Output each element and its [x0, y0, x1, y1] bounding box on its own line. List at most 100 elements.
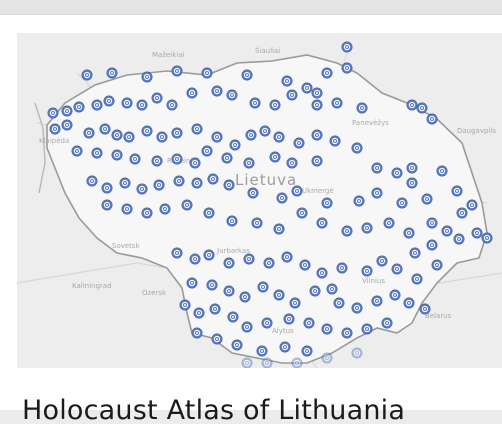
location-marker-icon[interactable]	[241, 69, 253, 81]
location-marker-icon[interactable]	[191, 177, 203, 189]
location-marker-icon[interactable]	[419, 303, 431, 315]
location-marker-icon[interactable]	[247, 187, 259, 199]
location-marker-icon[interactable]	[101, 199, 113, 211]
location-marker-icon[interactable]	[411, 273, 423, 285]
location-marker-icon[interactable]	[341, 41, 353, 53]
location-marker-icon[interactable]	[436, 165, 448, 177]
location-marker-icon[interactable]	[276, 192, 288, 204]
location-marker-icon[interactable]	[211, 333, 223, 345]
location-marker-icon[interactable]	[471, 227, 483, 239]
location-marker-icon[interactable]	[223, 257, 235, 269]
atlas-title[interactable]: Holocaust Atlas of Lithuania	[22, 395, 406, 424]
location-marker-icon[interactable]	[273, 289, 285, 301]
location-marker-icon[interactable]	[189, 157, 201, 169]
location-marker-icon[interactable]	[83, 127, 95, 139]
location-marker-icon[interactable]	[241, 321, 253, 333]
location-marker-icon[interactable]	[151, 155, 163, 167]
location-marker-icon[interactable]	[341, 327, 353, 339]
location-marker-icon[interactable]	[221, 152, 233, 164]
location-marker-icon[interactable]	[99, 123, 111, 135]
location-marker-icon[interactable]	[86, 175, 98, 187]
location-marker-icon[interactable]	[61, 119, 73, 131]
location-marker-icon[interactable]	[239, 291, 251, 303]
location-marker-icon[interactable]	[47, 107, 59, 119]
location-marker-icon[interactable]	[206, 279, 218, 291]
location-marker-icon[interactable]	[223, 285, 235, 297]
location-marker-icon[interactable]	[321, 67, 333, 79]
location-marker-icon[interactable]	[321, 323, 333, 335]
location-marker-icon[interactable]	[171, 153, 183, 165]
location-marker-icon[interactable]	[316, 217, 328, 229]
location-marker-icon[interactable]	[383, 217, 395, 229]
location-marker-icon[interactable]	[156, 131, 168, 143]
location-marker-icon[interactable]	[351, 302, 363, 314]
location-marker-icon[interactable]	[226, 89, 238, 101]
location-marker-icon[interactable]	[336, 262, 348, 274]
location-marker-icon[interactable]	[456, 207, 468, 219]
location-marker-icon[interactable]	[251, 217, 263, 229]
location-marker-icon[interactable]	[281, 75, 293, 87]
location-marker-icon[interactable]	[191, 327, 203, 339]
location-marker-icon[interactable]	[49, 123, 61, 135]
location-marker-icon[interactable]	[441, 225, 453, 237]
location-marker-icon[interactable]	[186, 87, 198, 99]
location-marker-icon[interactable]	[261, 317, 273, 329]
location-marker-icon[interactable]	[193, 307, 205, 319]
location-marker-icon[interactable]	[371, 187, 383, 199]
location-marker-icon[interactable]	[391, 167, 403, 179]
location-marker-icon[interactable]	[286, 157, 298, 169]
location-marker-icon[interactable]	[207, 173, 219, 185]
location-marker-icon[interactable]	[356, 102, 368, 114]
location-marker-icon[interactable]	[361, 323, 373, 335]
location-marker-icon[interactable]	[181, 199, 193, 211]
location-marker-icon[interactable]	[141, 207, 153, 219]
location-marker-icon[interactable]	[451, 185, 463, 197]
map-thumbnail[interactable]: Klaipėda Mažeikiai Šiauliai Panevėžys Da…	[17, 33, 502, 368]
location-marker-icon[interactable]	[81, 69, 93, 81]
location-marker-icon[interactable]	[91, 147, 103, 159]
location-marker-icon[interactable]	[311, 155, 323, 167]
location-marker-icon[interactable]	[123, 131, 135, 143]
location-marker-icon[interactable]	[223, 179, 235, 191]
location-marker-icon[interactable]	[136, 183, 148, 195]
location-marker-icon[interactable]	[121, 97, 133, 109]
location-marker-icon[interactable]	[227, 311, 239, 323]
location-marker-icon[interactable]	[329, 135, 341, 147]
location-marker-icon[interactable]	[309, 285, 321, 297]
location-marker-icon[interactable]	[303, 317, 315, 329]
location-marker-icon[interactable]	[341, 225, 353, 237]
location-marker-icon[interactable]	[269, 151, 281, 163]
location-marker-icon[interactable]	[71, 145, 83, 157]
location-marker-icon[interactable]	[273, 223, 285, 235]
location-marker-icon[interactable]	[281, 251, 293, 263]
location-marker-icon[interactable]	[269, 99, 281, 111]
location-marker-icon[interactable]	[189, 253, 201, 265]
location-marker-icon[interactable]	[283, 313, 295, 325]
location-marker-icon[interactable]	[453, 233, 465, 245]
location-marker-icon[interactable]	[171, 127, 183, 139]
location-marker-icon[interactable]	[119, 177, 131, 189]
location-marker-icon[interactable]	[351, 347, 363, 359]
location-marker-icon[interactable]	[351, 142, 363, 154]
location-marker-icon[interactable]	[331, 97, 343, 109]
location-marker-icon[interactable]	[381, 317, 393, 329]
location-marker-icon[interactable]	[111, 149, 123, 161]
location-marker-icon[interactable]	[416, 102, 428, 114]
location-marker-icon[interactable]	[211, 85, 223, 97]
location-marker-icon[interactable]	[286, 89, 298, 101]
location-marker-icon[interactable]	[296, 207, 308, 219]
location-marker-icon[interactable]	[333, 297, 345, 309]
location-marker-icon[interactable]	[203, 207, 215, 219]
location-marker-icon[interactable]	[171, 247, 183, 259]
location-marker-icon[interactable]	[201, 145, 213, 157]
location-marker-icon[interactable]	[229, 139, 241, 151]
location-marker-icon[interactable]	[321, 197, 333, 209]
location-marker-icon[interactable]	[301, 345, 313, 357]
location-marker-icon[interactable]	[403, 227, 415, 239]
location-marker-icon[interactable]	[141, 125, 153, 137]
location-marker-icon[interactable]	[291, 185, 303, 197]
location-marker-icon[interactable]	[151, 92, 163, 104]
location-marker-icon[interactable]	[406, 162, 418, 174]
location-marker-icon[interactable]	[406, 99, 418, 111]
location-marker-icon[interactable]	[259, 125, 271, 137]
